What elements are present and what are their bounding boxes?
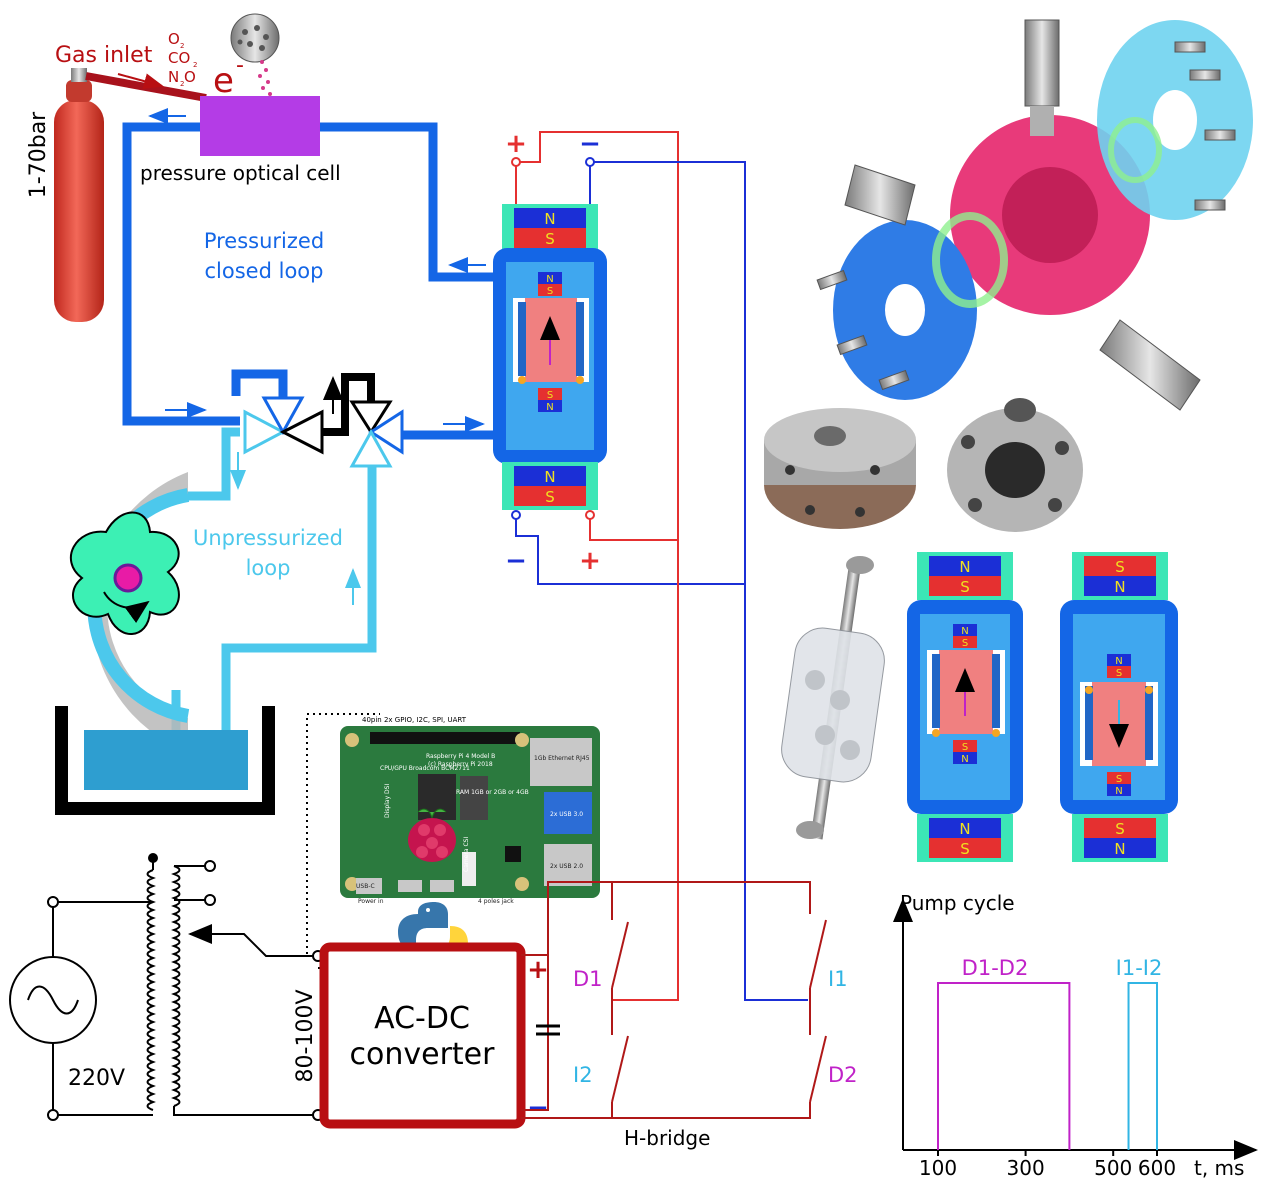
svg-text:S: S [960, 840, 970, 858]
svg-text:S: S [962, 742, 968, 753]
svg-text:S: S [962, 638, 968, 649]
svg-text:N: N [1114, 840, 1125, 858]
closed-loop-label-2: closed loop [205, 259, 324, 283]
variac-output-2[interactable] [205, 895, 215, 905]
x-tick-label: 600 [1138, 1156, 1176, 1180]
svg-text:S: S [547, 286, 553, 297]
svg-text:S: S [960, 578, 970, 596]
gas-species: O 2 CO 2 N 2 O [168, 30, 197, 88]
svg-text:O: O [184, 68, 196, 86]
pulse-i1-i2 [1129, 983, 1157, 1150]
switch-i2-label: I2 [573, 1063, 593, 1087]
svg-text:S: S [547, 390, 553, 401]
svg-text:N: N [544, 210, 555, 228]
svg-text:Power in: Power in [358, 898, 384, 905]
svg-text:USB-C: USB-C [356, 883, 375, 890]
svg-text:S: S [1115, 820, 1125, 838]
converter-plus: + [527, 955, 549, 985]
svg-text:CPU/GPU Broadcom BCM2711: CPU/GPU Broadcom BCM2711 [380, 765, 470, 772]
svg-text:Display DSI: Display DSI [384, 784, 391, 818]
converter-label-2: converter [350, 1037, 496, 1072]
svg-text:N: N [1115, 656, 1122, 667]
variac-voltage-label: 80-100V [293, 990, 318, 1083]
switch-d1 [612, 914, 628, 1000]
h-bridge-label: H-bridge [624, 1126, 710, 1150]
x-tick-label: 300 [1007, 1156, 1045, 1180]
electron-label: e [213, 61, 234, 101]
svg-text:S: S [545, 230, 555, 248]
pump-body-render [778, 556, 888, 839]
unpressurized-label-2: loop [246, 556, 291, 580]
optical-cell-label: pressure optical cell [140, 161, 341, 185]
svg-text:N: N [546, 274, 553, 285]
terminal-plus-bottom: + [579, 546, 601, 576]
electron-charge: - [236, 53, 244, 78]
svg-text:O: O [168, 30, 180, 48]
switch-d2-label: D2 [828, 1063, 858, 1087]
variac-tap-top [148, 853, 158, 863]
d-pulse-label: D1-D2 [962, 956, 1029, 980]
svg-text:S: S [545, 488, 555, 506]
optical-cell-render [817, 20, 1253, 410]
svg-text:N: N [1115, 786, 1122, 797]
mains-voltage-label: 220V [68, 1066, 125, 1091]
svg-text:2x USB 3.0: 2x USB 3.0 [550, 811, 583, 818]
svg-text:Camera CSI: Camera CSI [463, 837, 470, 872]
svg-text:N: N [959, 820, 970, 838]
svg-text:N: N [961, 626, 968, 637]
svg-text:N: N [1114, 578, 1125, 596]
flange-photo-right [947, 398, 1083, 532]
x-tick-label: 500 [1094, 1156, 1132, 1180]
svg-text:S: S [1116, 774, 1122, 785]
terminal-minus-bottom: − [505, 546, 527, 576]
three-way-valve-left [245, 398, 322, 452]
svg-text:N: N [544, 468, 555, 486]
pulse-d1-d2 [938, 983, 1069, 1150]
closed-loop-label: Pressurized [204, 229, 324, 253]
terminal-minus-top: − [579, 129, 601, 159]
switch-d1-label: D1 [573, 967, 603, 991]
pump-state-up [907, 552, 1023, 862]
svg-text:1Gb Ethernet RJ45: 1Gb Ethernet RJ45 [534, 755, 590, 762]
switch-i1 [810, 920, 826, 1000]
svg-text:S: S [1115, 558, 1125, 576]
unpressurized-label: Unpressurized [193, 526, 343, 550]
svg-text:Raspberry Pi 4 Model B: Raspberry Pi 4 Model B [426, 753, 495, 760]
variac-output-1[interactable] [205, 861, 215, 871]
flange-photo-left [764, 408, 916, 529]
svg-text:N: N [168, 68, 179, 86]
three-way-valve-right [352, 402, 402, 466]
x-tick-label: 100 [919, 1156, 957, 1180]
open-loop-pipe [176, 432, 372, 742]
svg-text:CO: CO [168, 49, 190, 67]
pump-impeller-icon [71, 513, 179, 635]
switch-i2 [612, 1036, 628, 1110]
magnetic-pump-main [493, 204, 607, 510]
svg-text:S: S [1116, 668, 1122, 679]
svg-text:40pin 2x GPIO, I2C, SPI, UART: 40pin 2x GPIO, I2C, SPI, UART [362, 716, 467, 724]
svg-text:N: N [961, 754, 968, 765]
chart-title: Pump cycle [900, 891, 1015, 915]
svg-text:N: N [959, 558, 970, 576]
i-pulse-label: I1-I2 [1116, 956, 1163, 980]
switch-i1-label: I1 [828, 967, 848, 991]
gas-inlet-label: Gas inlet [55, 43, 153, 68]
converter-label: AC-DC [374, 1001, 470, 1036]
pressure-range-label: 1-70bar [26, 111, 51, 198]
svg-text:N: N [546, 402, 553, 413]
pump-state-down [1060, 552, 1178, 862]
terminal-plus-top: + [505, 129, 527, 159]
chart-x-label: t, ms [1194, 1156, 1244, 1180]
svg-text:4 poles jack: 4 poles jack [478, 898, 514, 905]
pressure-optical-cell [200, 96, 320, 156]
switch-d2 [810, 1036, 826, 1108]
svg-text:2x USB 2.0: 2x USB 2.0 [550, 863, 583, 870]
svg-text:RAM 1GB or 2GB or 4GB: RAM 1GB or 2GB or 4GB [456, 789, 529, 796]
